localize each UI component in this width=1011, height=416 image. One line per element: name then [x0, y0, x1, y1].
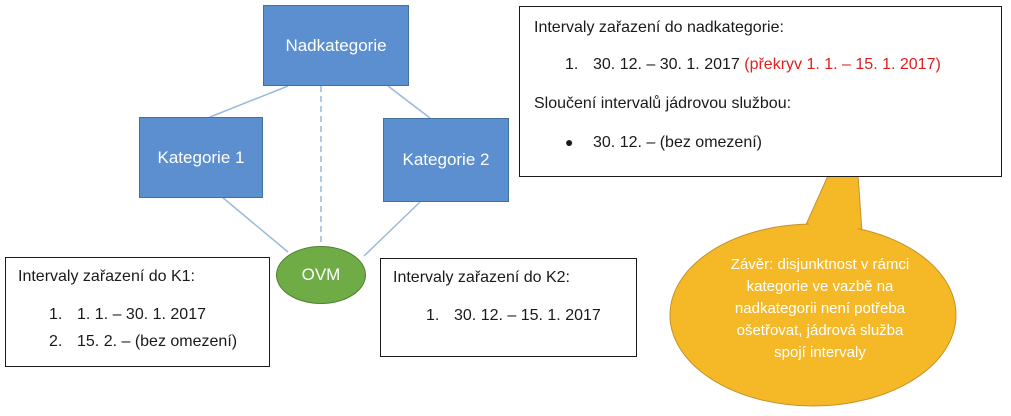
box-intervaly-nadkategorie: Intervaly zařazení do nadkategorie: 1.30… — [519, 6, 1002, 177]
callout-line: spojí intervaly — [774, 344, 866, 361]
list-item: ●30. 12. – (bez omezení) — [565, 134, 762, 151]
callout-line: ošetřovat, jádrová služba — [736, 322, 904, 339]
node-ovm: OVM — [276, 246, 366, 304]
node-nadkategorie: Nadkategorie — [263, 5, 409, 86]
callout-line: kategorie ve vazbě na — [746, 278, 894, 295]
node-kategorie-2: Kategorie 2 — [383, 118, 509, 202]
connector-nadkategorie-k1 — [209, 85, 289, 118]
callout-conclusion: Závěr: disjunktnost v rámci kategorie ve… — [700, 254, 940, 364]
node-kategorie-1-label: Kategorie 1 — [157, 147, 245, 167]
callout-line: nadkategorii není potřeba — [734, 300, 906, 317]
box-merge-heading: Sloučení intervalů jádrovou službou: — [534, 95, 792, 112]
box-k1-heading: Intervaly zařazení do K1: — [18, 268, 195, 285]
node-kategorie-1: Kategorie 1 — [139, 117, 263, 198]
list-item: 1.30. 12. – 30. 1. 2017 (překryv 1. 1. –… — [565, 56, 941, 73]
box-nadkategorie-heading: Intervaly zařazení do nadkategorie: — [534, 19, 784, 36]
list-item: 1.1. 1. – 30. 1. 2017 — [49, 306, 206, 323]
node-nadkategorie-label: Nadkategorie — [285, 35, 387, 55]
connector-nadkategorie-k2 — [387, 85, 431, 119]
node-kategorie-2-label: Kategorie 2 — [402, 150, 490, 169]
box-intervaly-k2: Intervaly zařazení do K2: 1.30. 12. – 15… — [380, 258, 637, 357]
list-item: 1.30. 12. – 15. 1. 2017 — [426, 307, 601, 324]
bullet-icon: ● — [565, 134, 574, 150]
connector-k1-ovm — [221, 196, 289, 253]
box-k2-heading: Intervaly zařazení do K2: — [393, 269, 570, 286]
node-ovm-label: OVM — [301, 265, 341, 284]
overlap-note: (překryv 1. 1. – 15. 1. 2017) — [744, 56, 941, 73]
box-intervaly-k1: Intervaly zařazení do K1: 1.1. 1. – 30. … — [5, 257, 270, 367]
list-item: 2.15. 2. – (bez omezení) — [49, 333, 238, 350]
callout-line: Závěr: disjunktnost v rámci — [730, 256, 910, 273]
connector-k2-ovm — [363, 201, 421, 257]
